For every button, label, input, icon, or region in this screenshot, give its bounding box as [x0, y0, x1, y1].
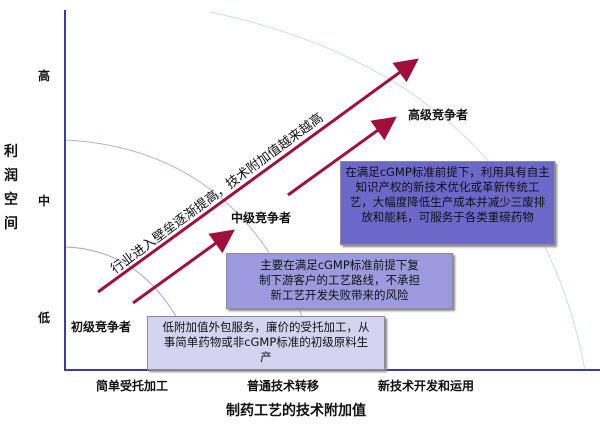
level-mid-name: 中级竞争者: [231, 211, 292, 225]
y-tick-low: 低: [38, 311, 51, 325]
x-axis-title: 制药工艺的技术附加值: [226, 403, 366, 419]
level-low-name: 初级竞争者: [71, 320, 132, 334]
level-high-name: 高级竞争者: [408, 108, 469, 122]
y-tick-high: 高: [38, 69, 51, 83]
level-low-desc: 低附加值外包服务，廉价的受托加工，从事简单药物或非cGMP标准的初级原料生产: [147, 316, 385, 370]
level-mid-desc: 主要在满足cGMP标准前提下复制下游客户的工艺路线，不承担新工艺开发失败带来的风…: [226, 253, 453, 309]
y-axis-title: 利润空间: [4, 144, 18, 232]
arrow-to-mid: [132, 229, 235, 305]
arc-outer: [209, 11, 586, 371]
x-tick-new-tech: 新技术开发和运用: [378, 379, 475, 393]
arc-middle: [64, 139, 321, 371]
trend-arrow: [97, 58, 419, 294]
arrow-to-high: [287, 116, 397, 197]
x-tick-simple: 简单受托加工: [96, 379, 169, 393]
y-tick-mid: 中: [38, 194, 51, 208]
level-high-desc: 在满足cGMP标准前提下，利用具有自主知识产权的新技术优化或革新传统工艺，大幅度…: [340, 161, 555, 245]
x-tick-transfer: 普通技术转移: [247, 379, 320, 393]
